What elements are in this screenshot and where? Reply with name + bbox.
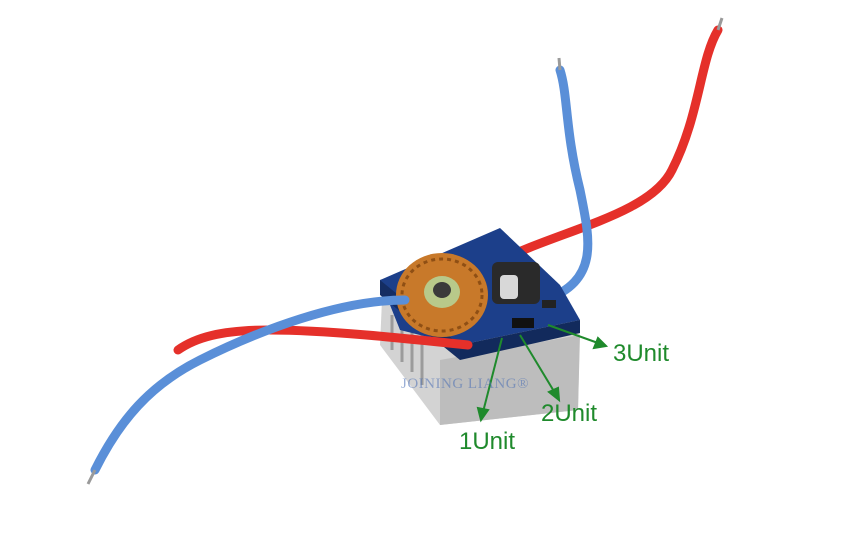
inductor-window (500, 275, 518, 299)
arrow-1unit-line (482, 337, 503, 413)
red-wire-right (492, 25, 723, 267)
watermark-text: JOINING LIANG® (401, 376, 529, 392)
red-wire-right-tip (716, 17, 724, 31)
toroid-coil (396, 253, 488, 337)
annotation-arrows (476, 324, 609, 423)
smd-resistor (542, 300, 556, 308)
arrow-3unit-head (592, 336, 609, 350)
label-3unit: 3Unit (613, 340, 670, 367)
arrow-2unit-head (547, 386, 561, 403)
label-2unit: 2Unit (541, 400, 598, 427)
blue-wire-right-tip (557, 57, 562, 71)
blue-wire-left-tip (86, 469, 97, 485)
arrow-3unit-line (547, 324, 599, 344)
red-wire-left (173, 325, 473, 355)
label-1unit: 1Unit (459, 428, 516, 455)
smd-chip (512, 318, 534, 328)
arrow-2unit-line (519, 334, 556, 394)
blue-wire-right (540, 65, 593, 305)
blue-wire-left (90, 295, 410, 475)
arrow-1unit-head (476, 406, 490, 423)
